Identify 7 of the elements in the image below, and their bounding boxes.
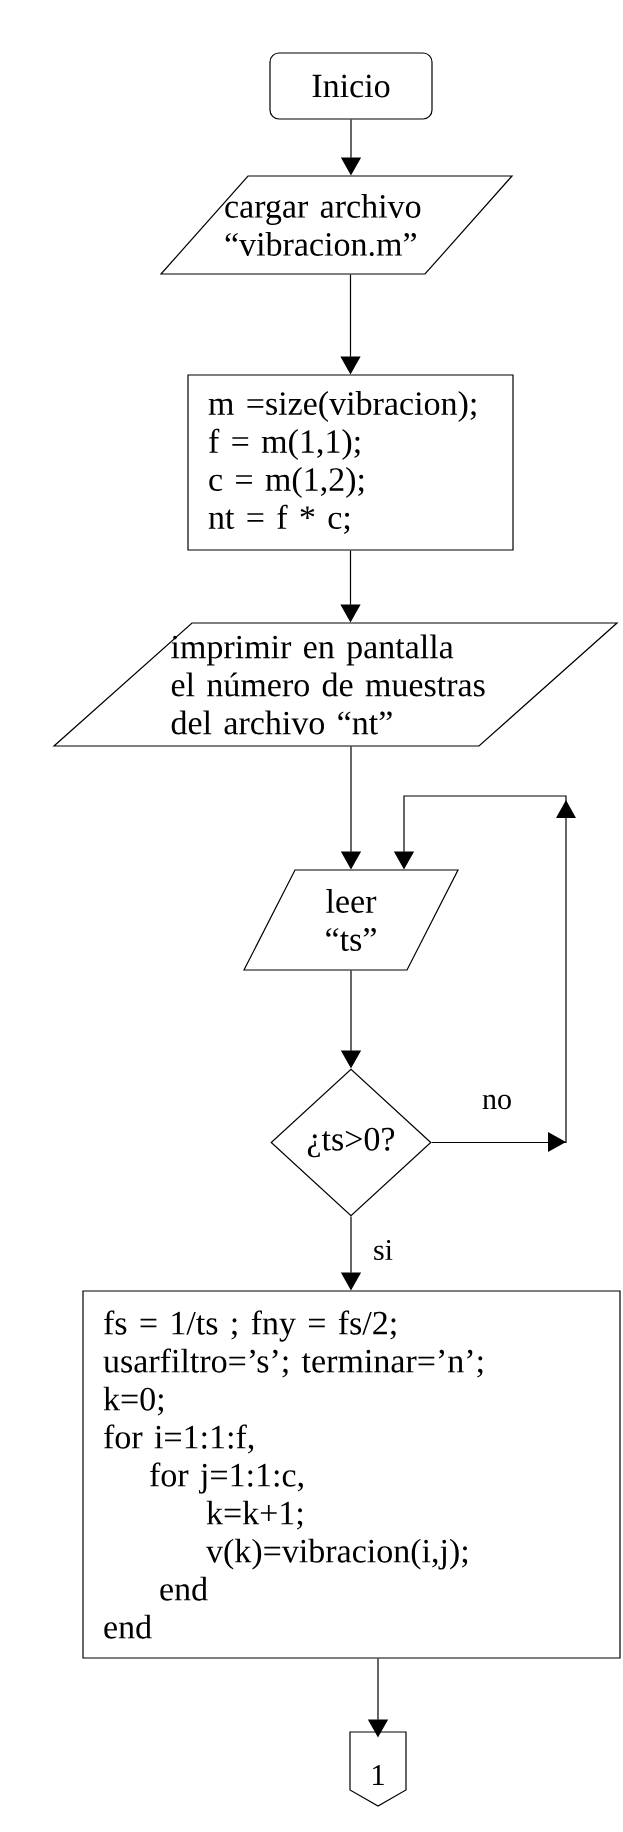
off-page-connector: 1 (349, 1731, 407, 1807)
terminal-box: Inicio (269, 52, 433, 120)
edge-label: si (371, 1237, 395, 1263)
process-box: fs = 1/ts ; fny = fs/2; usarfiltro=’s’; terminar=’n’; k=0; for i=1:1:f, for j=1:1:c, k=k+1; v(k)=vibracion(i,j); end end (82, 1290, 621, 1659)
input-output-parallelogram: leer “ts” (243, 869, 459, 971)
process-box: m =size(vibracion); f = m(1,1); c = m(1,2); nt = f * c; (187, 374, 514, 551)
edge-label: no (480, 1092, 514, 1112)
